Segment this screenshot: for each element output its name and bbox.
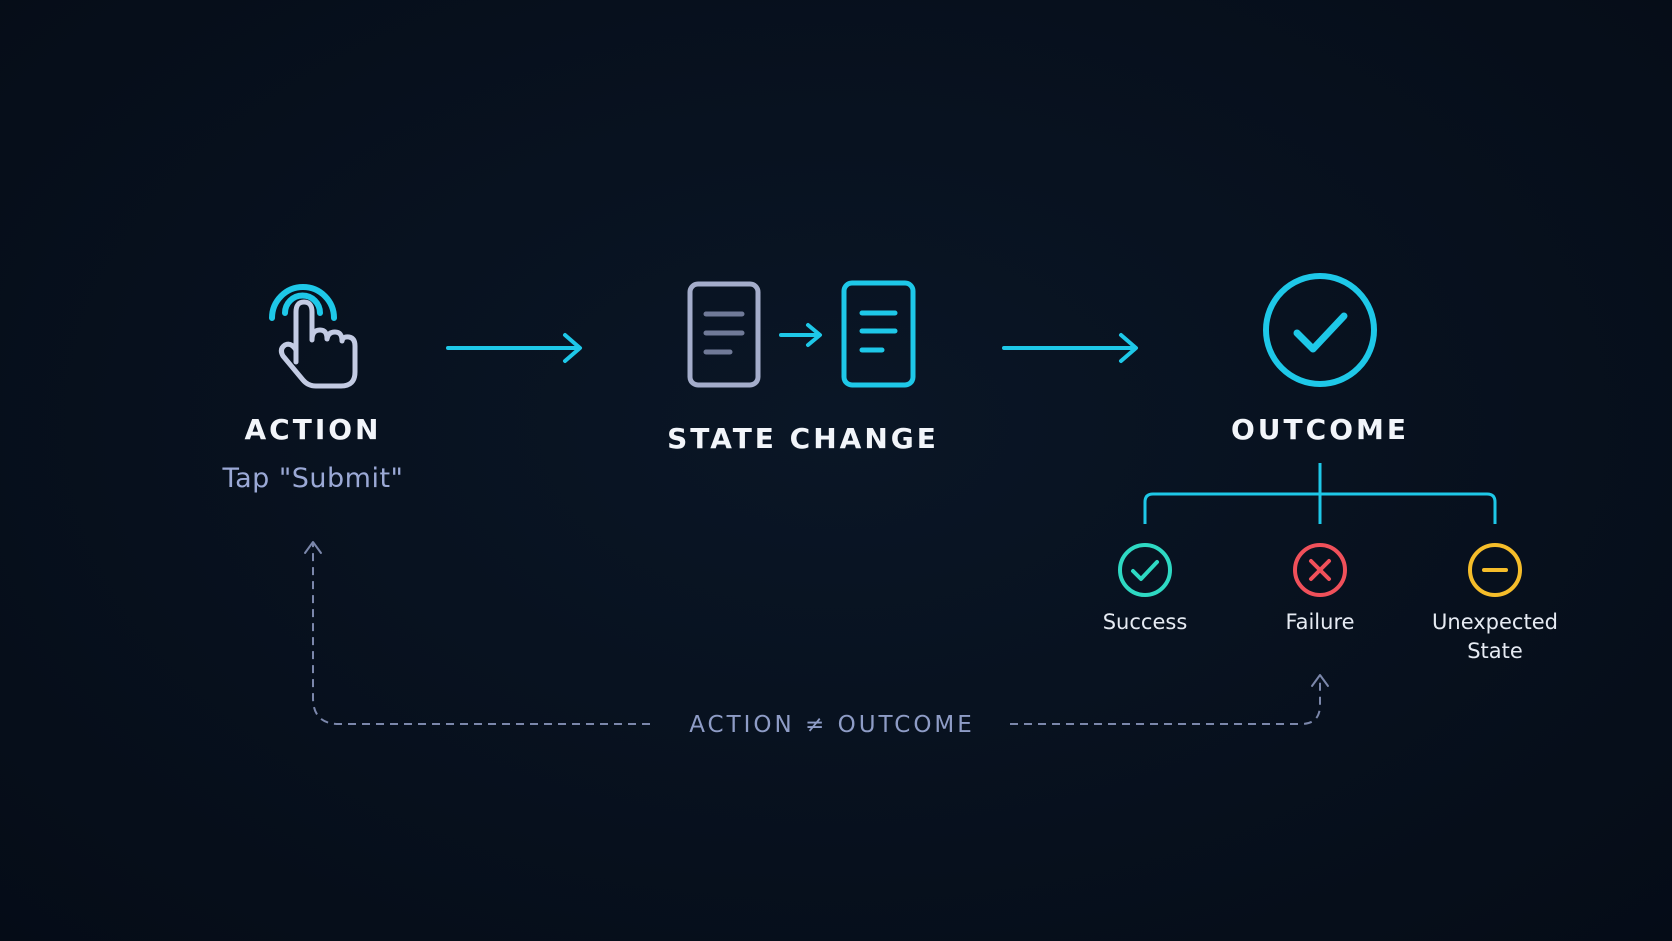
document-transition-icon <box>687 280 916 388</box>
feedback-loop-path <box>304 541 1329 725</box>
check-circle-icon <box>1263 273 1377 387</box>
state-change-title: STATE CHANGE <box>667 422 939 455</box>
flow-arrow-2 <box>1002 333 1138 363</box>
unexpected-minus-icon <box>1468 543 1522 597</box>
outcome-branch-connector <box>1143 463 1497 524</box>
failure-x-icon <box>1293 543 1347 597</box>
unexpected-state-label: Unexpected State <box>1432 610 1558 663</box>
action-subtitle: Tap "Submit" <box>222 463 404 494</box>
success-check-icon <box>1118 543 1172 597</box>
failure-label: Failure <box>1285 610 1355 634</box>
outcome-title: OUTCOME <box>1231 413 1409 446</box>
tap-gesture-icon <box>269 284 358 389</box>
feedback-loop-label: ACTION ≠ OUTCOME <box>689 712 975 738</box>
success-label: Success <box>1102 610 1188 634</box>
flow-arrow-1 <box>446 333 582 363</box>
action-title: ACTION <box>244 413 382 446</box>
